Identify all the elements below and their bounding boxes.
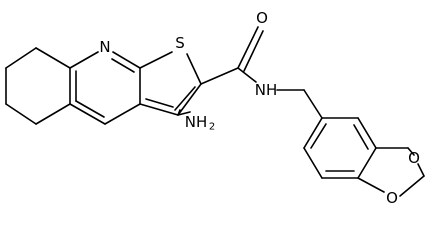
atom-label-oxygen-dioxole-top: O [408,149,420,167]
pyridine-ring [69,51,141,125]
benzene-ring [303,117,377,179]
atom-label-sulfur: S [175,34,185,52]
dioxole-ring [357,147,425,197]
atom-label-oxygen-dioxole-bottom: O [386,189,398,207]
molecule-structure-diagram: N S O NH NH 2 O O [5,9,425,207]
thiophene-ring [139,51,202,116]
atom-label-amino: NH [185,113,208,131]
atom-label-amino-subscript: 2 [209,122,215,133]
atom-label-amide-nh: NH [255,81,278,99]
atom-label-nitrogen-ring: N [99,38,110,56]
atom-label-oxygen-carbonyl: O [256,9,268,27]
methylene-linker [276,89,323,119]
carboxamide-group [200,26,264,85]
amino-group [177,109,191,116]
cyclohexane-ring [5,47,71,125]
